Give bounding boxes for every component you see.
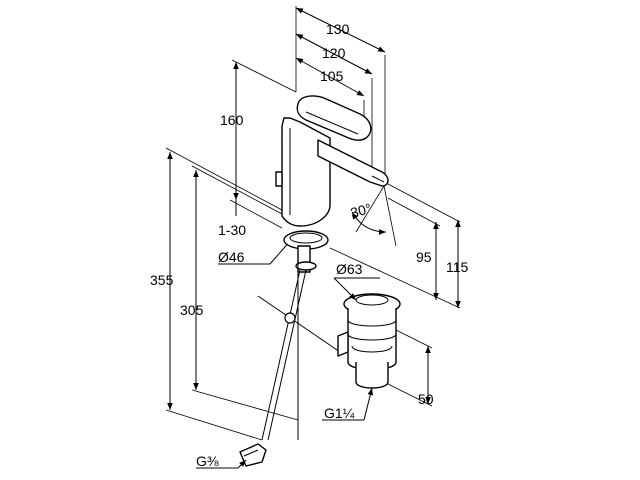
hose-left-inner	[267, 269, 307, 441]
leader-g38-arrow	[237, 459, 247, 469]
ext-line-spout-vertical	[383, 185, 397, 247]
lever-handle	[296, 95, 372, 141]
ext-line-355-top	[165, 147, 283, 211]
leader-g114-arrow	[363, 387, 374, 421]
ext-line-50-top	[395, 329, 433, 349]
dim-label-95: 95	[416, 249, 432, 265]
arc-30deg	[351, 211, 387, 235]
dim-label-d63: Ø63	[336, 261, 363, 277]
ext-line-95-top	[387, 197, 441, 227]
hoses-group	[239, 250, 341, 467]
mounting-nut	[295, 261, 317, 271]
thread-labels: G1¼ G⅜	[196, 387, 374, 469]
ext-line-160-bottom	[229, 199, 283, 229]
waste-band-1	[347, 319, 397, 327]
lever-edge	[305, 111, 359, 135]
faucet-column	[281, 117, 331, 227]
dim-50-group: 50	[387, 329, 434, 407]
base-ring-inner	[289, 232, 323, 244]
dim-d63-group: Ø63	[333, 261, 380, 301]
ext-line-115-top	[387, 183, 461, 223]
popup-waste	[337, 293, 401, 389]
dim-label-120: 120	[322, 45, 346, 61]
waste-tail	[355, 362, 389, 389]
dim-label-30deg: 30°	[349, 200, 374, 221]
dim-left-group: 355 305	[150, 147, 299, 441]
waste-band-3	[351, 345, 393, 353]
dim-label-130: 130	[326, 21, 350, 37]
dim-label-50: 50	[418, 391, 434, 407]
dim-label-115: 115	[446, 259, 469, 275]
thread-label-g38: G⅜	[196, 453, 219, 469]
thread-label-g114: G1¼	[324, 405, 355, 421]
ext-line-160-top	[231, 59, 297, 93]
spout	[317, 139, 389, 187]
spout-aerator	[371, 175, 385, 183]
pull-rod	[257, 295, 341, 353]
ext-line-50-bottom	[387, 383, 433, 407]
dim-label-d46: Ø46	[218, 249, 245, 265]
popup-knob	[275, 171, 283, 187]
connector-thread	[243, 449, 259, 457]
dim-30deg-group: 30°	[349, 185, 397, 247]
top-dimension-group: 130 120 105	[295, 6, 386, 180]
waste-band-2	[347, 333, 397, 341]
dim-label-355: 355	[150, 272, 174, 288]
ext-line-355-bottom	[165, 409, 263, 441]
dim-right-group: 95 115	[329, 183, 469, 309]
dim-label-1-30: 1-30	[218, 222, 246, 238]
dim-label-305: 305	[180, 302, 204, 318]
dim-label-160: 160	[220, 112, 244, 128]
ext-line-305-top	[191, 165, 283, 215]
leader-d63-arrow	[333, 277, 357, 301]
ext-line-305-bottom	[191, 389, 299, 421]
dim-160-group: 160 1-30	[218, 59, 297, 238]
dim-label-105: 105	[320, 68, 344, 84]
dim-line-105	[295, 57, 365, 97]
rod-clip	[284, 312, 296, 324]
waste-side-outlet	[337, 331, 349, 357]
faucet-body	[275, 95, 389, 273]
hose-left	[261, 269, 301, 441]
